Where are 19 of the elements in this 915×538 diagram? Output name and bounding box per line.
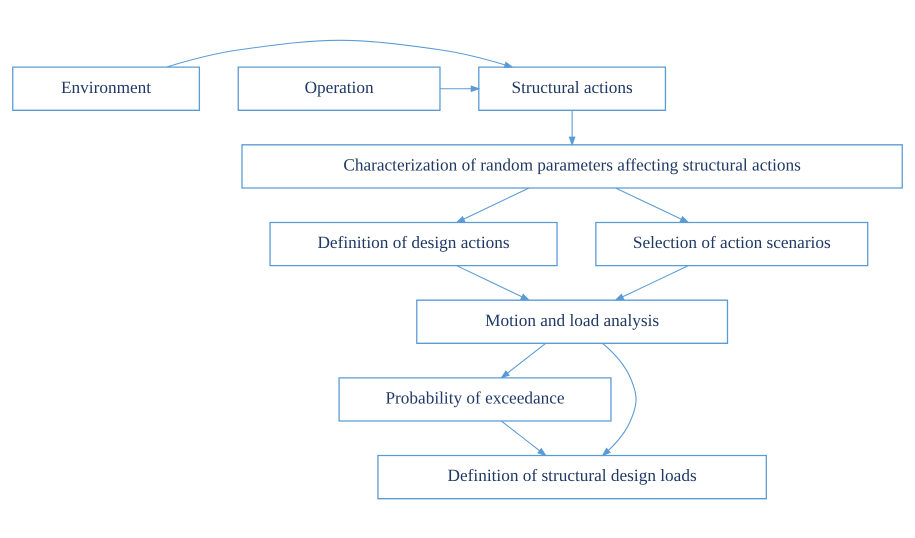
node-box: Structural actions: [478, 66, 666, 110]
arrow: [456, 264, 530, 300]
arrow: [501, 420, 547, 456]
node-box: Motion and load analysis: [416, 299, 728, 344]
arrow: [614, 264, 688, 300]
arrow: [601, 342, 637, 456]
node-box: Environment: [12, 66, 200, 110]
node-box: Characterization of random parameters affecting structural actions: [241, 144, 903, 188]
node-box: Probability of exceedance: [338, 376, 612, 422]
arrow: [616, 187, 690, 223]
arrow: [500, 342, 546, 378]
arrow: [455, 187, 530, 223]
arrow: [166, 39, 514, 68]
node-box: Operation: [238, 66, 441, 110]
node-box: Definition of structural design loads: [377, 454, 767, 499]
node-box: Selection of action scenarios: [595, 221, 868, 266]
arrow: [440, 84, 480, 92]
node-box: Definition of design actions: [269, 221, 558, 266]
arrow: [568, 110, 576, 146]
